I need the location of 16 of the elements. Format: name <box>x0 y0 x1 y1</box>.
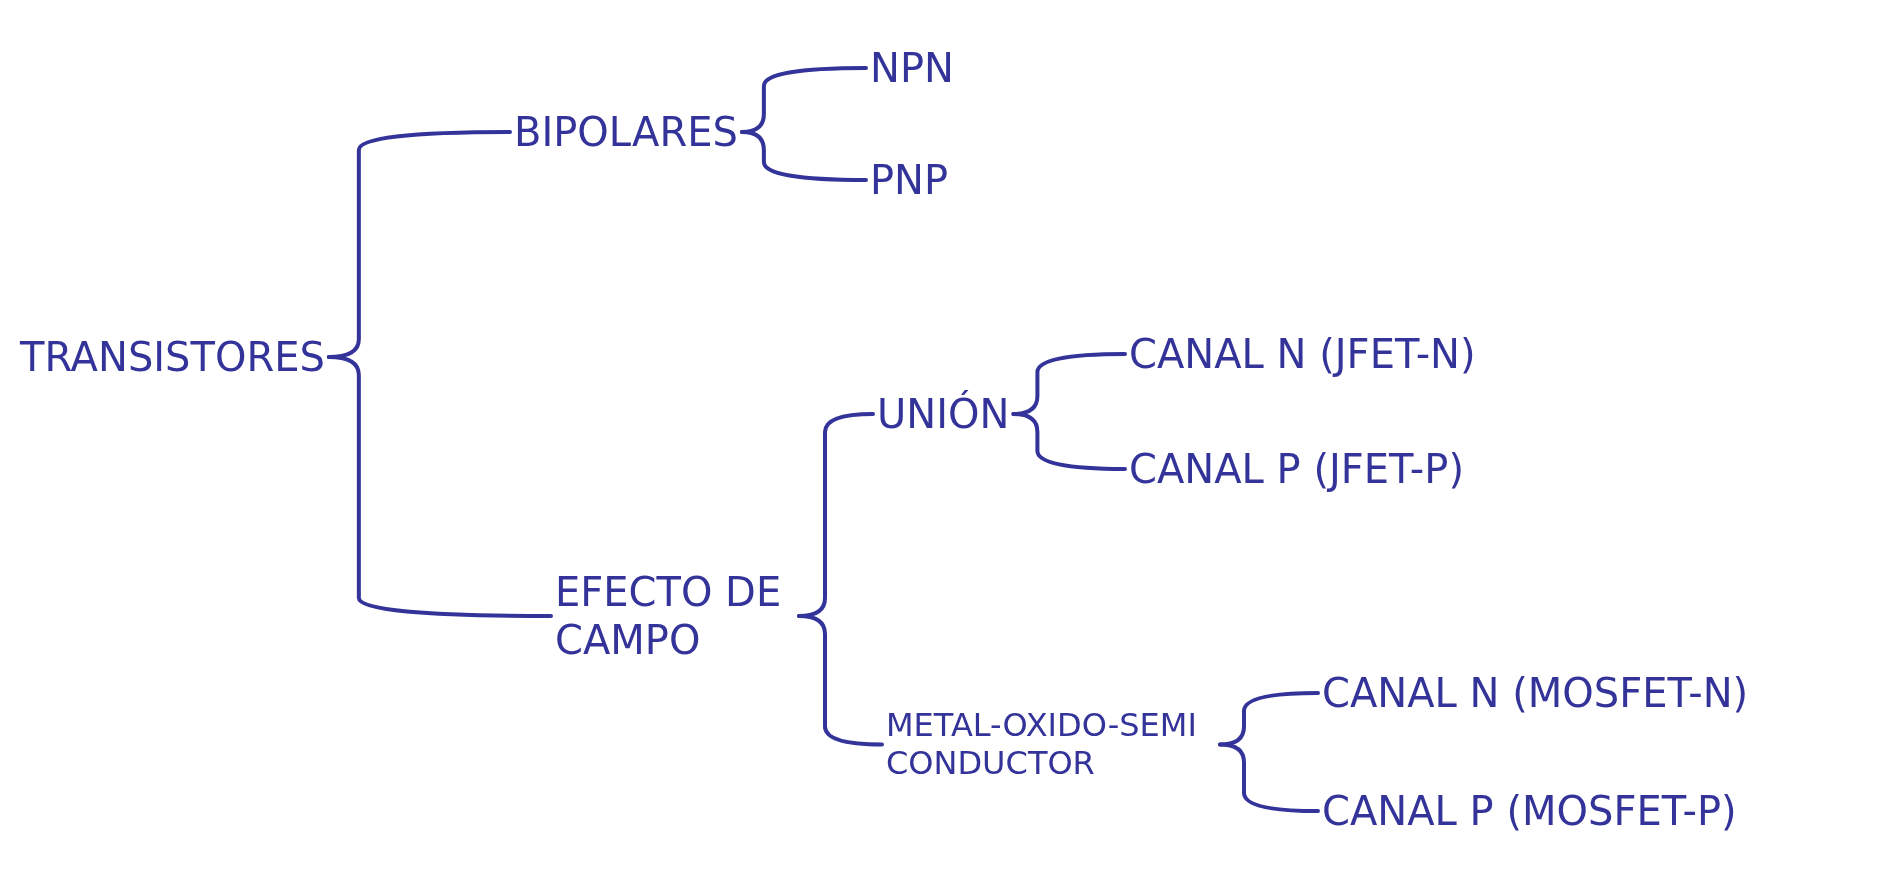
brace-connector <box>1011 412 1127 471</box>
category-label: BIPOLARES <box>514 108 738 156</box>
brace-connector <box>797 614 884 747</box>
category-label: EFECTO DE CAMPO <box>555 568 795 664</box>
category-label: TRANSISTORES <box>20 333 325 381</box>
category-label: CANAL N (JFET-N) <box>1129 330 1476 378</box>
category-label: CANAL P (JFET-P) <box>1129 445 1465 493</box>
category-label: NPN <box>870 44 954 92</box>
category-label: UNIÓN <box>877 390 1010 438</box>
brace-connector <box>326 355 553 618</box>
category-label: CANAL P (MOSFET-P) <box>1322 787 1737 835</box>
category-label: METAL-OXIDO-SEMICONDUCTOR <box>886 706 1216 783</box>
category-label: PNP <box>870 156 949 204</box>
category-label: CANAL N (MOSFET-N) <box>1322 669 1749 717</box>
brace-connector <box>1218 742 1320 813</box>
brace-connector <box>739 130 868 182</box>
